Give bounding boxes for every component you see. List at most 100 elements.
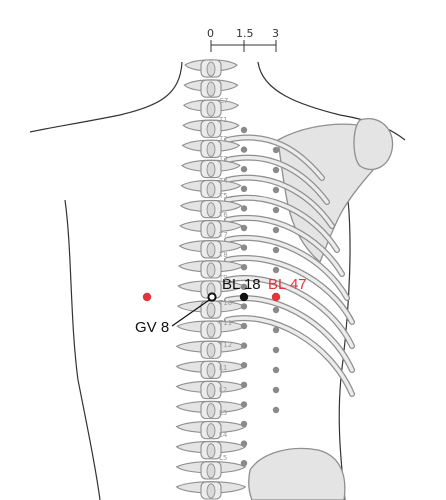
- vertebra: [175, 340, 247, 359]
- reference-dot: [240, 244, 248, 251]
- reference-dot: [272, 306, 280, 314]
- reference-dot: [272, 406, 280, 414]
- reference-dot: [272, 326, 280, 334]
- reference-dot: [240, 166, 248, 173]
- reference-dot: [240, 224, 248, 232]
- vertebra-label: T9: [219, 274, 228, 282]
- vertebra-label: T3: [219, 155, 228, 163]
- vertebra-label: L5: [219, 454, 228, 462]
- pelvis: [248, 447, 346, 500]
- vertebra-label: T10: [219, 299, 233, 307]
- vertebra: [182, 119, 240, 138]
- reference-dot: [272, 366, 280, 374]
- vertebra-label: L3: [219, 409, 228, 417]
- reference-dot: [240, 283, 248, 290]
- vertebra: [178, 260, 244, 279]
- reference-dot: [240, 126, 248, 134]
- vertebra: [175, 481, 247, 500]
- gv8-leader-line: [171, 297, 213, 327]
- iliac-crest: [248, 447, 346, 500]
- humerus-head: [353, 118, 394, 171]
- reference-dot: [240, 264, 248, 271]
- vertebra-label: T7: [219, 231, 228, 239]
- vertebra-label: T8: [219, 251, 228, 259]
- bl18-point: [239, 292, 249, 302]
- bl47-label: BL 47: [268, 276, 307, 293]
- spinous-process: [206, 342, 216, 358]
- vertebra: [179, 199, 243, 219]
- vertebra-label: T2: [219, 135, 228, 143]
- spinous-process: [206, 141, 216, 157]
- rib-inner: [225, 216, 344, 276]
- spinous-process: [206, 262, 216, 278]
- vertebra-label: L2: [219, 386, 228, 394]
- vertebra: [181, 159, 241, 179]
- vertebra-label: T5: [219, 192, 228, 200]
- vertebra: [179, 220, 243, 239]
- scale-label-3: 3: [272, 27, 279, 40]
- rib-inner: [225, 175, 334, 228]
- spinous-process: [206, 101, 216, 117]
- spinous-process: [206, 302, 216, 318]
- spinous-process: [206, 242, 216, 258]
- neck-left-line: [29, 61, 183, 133]
- spinous-process: [206, 443, 216, 459]
- scale-label-0: 0: [207, 27, 214, 40]
- scale-label-1-5: 1.5: [236, 27, 254, 40]
- spinous-process: [206, 463, 216, 479]
- reference-dot: [272, 386, 280, 394]
- vertebra-label: C7: [219, 97, 229, 105]
- spinous-process: [206, 202, 216, 218]
- rib-inner: [225, 196, 339, 252]
- acupoints: [142, 292, 281, 302]
- rib-inner: [225, 236, 349, 300]
- rib-inner: [225, 316, 354, 396]
- spinous-process: [206, 81, 216, 97]
- vertebra: [184, 59, 238, 78]
- vertebra: [175, 461, 247, 480]
- gv8-point: [207, 292, 217, 302]
- rib-inner: [225, 256, 354, 324]
- vertebra-label: T6: [219, 211, 228, 219]
- scale-bar: [210, 40, 277, 52]
- reference-dot: [240, 460, 248, 467]
- spinous-process: [206, 61, 216, 77]
- rib-inner: [225, 155, 329, 204]
- bl18-label: BL 18: [222, 276, 261, 293]
- reference-dot: [240, 146, 248, 153]
- reference-dot: [240, 362, 248, 369]
- vertebra-label: T11: [219, 319, 233, 327]
- vertebra: [176, 320, 246, 339]
- vertebra-label: L4: [219, 431, 228, 439]
- spinous-process: [206, 383, 216, 398]
- vertebra: [180, 179, 242, 199]
- vertebra: [175, 441, 247, 460]
- reference-dot: [272, 186, 280, 194]
- vertebra-label: L1: [219, 364, 228, 372]
- vertebra-label: T12: [219, 341, 233, 349]
- spinous-process: [206, 182, 216, 198]
- reference-dot: [240, 342, 248, 349]
- rib-cage-fill: [225, 135, 354, 396]
- reference-dot: [272, 246, 280, 254]
- reference-dot: [272, 226, 280, 234]
- bl47-left-point: [142, 292, 152, 302]
- reference-dots: [240, 126, 280, 467]
- spinous-process: [206, 423, 216, 439]
- vertebra: [176, 300, 246, 319]
- reference-dot: [240, 205, 248, 212]
- reference-dot: [240, 303, 248, 310]
- reference-dot: [240, 381, 248, 388]
- vertebra: [182, 99, 240, 118]
- vertebra: [175, 360, 247, 380]
- vertebra-label: T4: [219, 177, 228, 185]
- reference-dot: [240, 440, 248, 447]
- spine: [175, 59, 247, 500]
- torso-left-line: [64, 199, 101, 500]
- reference-dot: [272, 266, 280, 274]
- reference-dot: [272, 206, 280, 214]
- rib-inner: [225, 135, 324, 180]
- spinous-process: [206, 222, 216, 238]
- reference-dot: [240, 185, 248, 192]
